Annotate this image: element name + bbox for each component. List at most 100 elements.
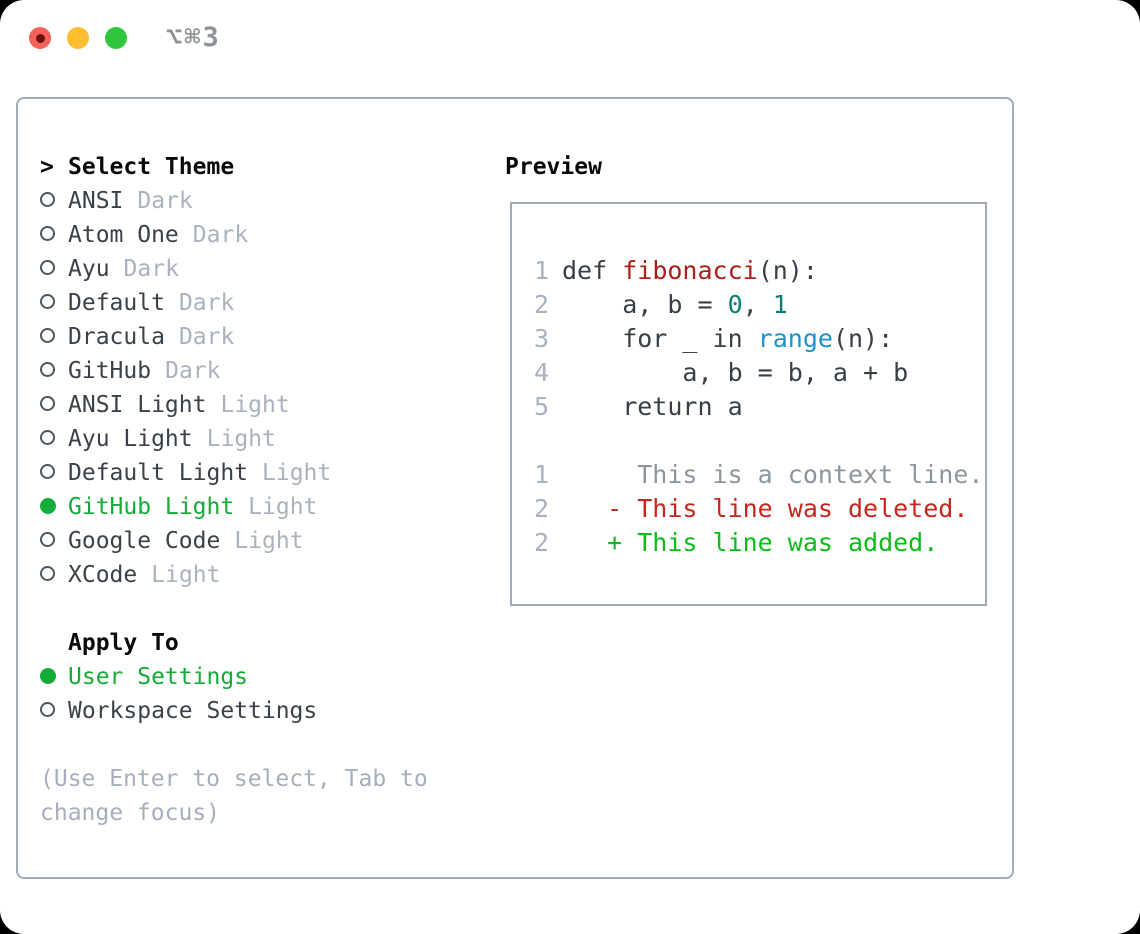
radio-icon (40, 464, 55, 479)
apply-option-user-settings[interactable]: User Settings (40, 660, 317, 694)
radio-marker (40, 558, 68, 592)
radio-icon (40, 532, 55, 547)
radio-icon (40, 702, 55, 717)
line-number: 1 (534, 256, 550, 285)
select-theme-header: >Select Theme (40, 150, 331, 184)
token-plain: (n): (832, 324, 894, 353)
token-plain: for _ in (562, 324, 758, 353)
theme-option-ayu[interactable]: Ayu Dark (40, 252, 331, 286)
radio-marker (40, 490, 68, 524)
radio-icon (40, 566, 55, 581)
radio-marker (40, 320, 68, 354)
radio-icon (40, 226, 55, 241)
apply-option-workspace-settings[interactable]: Workspace Settings (40, 694, 317, 728)
radio-icon (40, 328, 55, 343)
option-label: GitHub (68, 358, 152, 384)
line-number: 2 (534, 528, 550, 557)
radio-marker (40, 354, 68, 388)
code-text: return a (562, 392, 743, 421)
variant-tag: Dark (123, 256, 179, 282)
token-plain: (n): (757, 256, 818, 285)
radio-marker (40, 252, 68, 286)
diff-text: + This line was added. (562, 528, 939, 557)
theme-option-atom-one[interactable]: Atom One Dark (40, 218, 331, 252)
theme-option-default-light[interactable]: Default Light Light (40, 456, 331, 490)
help-text: (Use Enter to select, Tab to change focu… (40, 766, 428, 826)
option-label: Google Code (68, 528, 221, 554)
radio-marker (40, 218, 68, 252)
line-number: 5 (534, 392, 550, 421)
code-line: 2 a, b = 0, 1 (512, 288, 985, 322)
line-number: 2 (534, 494, 550, 523)
line-number: 1 (534, 460, 550, 489)
variant-tag: Light (262, 460, 332, 486)
radio-icon (40, 667, 56, 684)
code-line: 5 return a (512, 390, 985, 424)
diff-text: - This line was deleted. (562, 494, 969, 523)
radio-marker (40, 286, 68, 320)
theme-option-xcode[interactable]: XCode Light (40, 558, 331, 592)
code-text: a, b = 0, 1 (562, 290, 788, 319)
option-label: Ayu Light (68, 426, 193, 452)
radio-icon (40, 497, 56, 514)
apply-to-title: Apply To (68, 630, 179, 656)
diff-preview: 1 This is a context line.2 - This line w… (512, 458, 985, 560)
option-label: Workspace Settings (68, 698, 318, 724)
theme-picker-title: Select Theme (68, 154, 235, 180)
theme-option-ayu-light[interactable]: Ayu Light Light (40, 422, 331, 456)
variant-tag: Light (151, 562, 221, 588)
token-plain: return a (562, 392, 743, 421)
token-plain: def (562, 256, 623, 285)
radio-icon (40, 260, 55, 275)
line-number: 3 (534, 324, 550, 353)
radio-marker (40, 660, 68, 694)
keyboard-shortcut-label: ⌥⌘3 (166, 22, 221, 53)
option-label: Ayu (68, 256, 110, 282)
radio-marker (40, 184, 68, 218)
variant-tag: Light (248, 494, 318, 520)
token-number: 0 (727, 290, 743, 319)
zoom-button[interactable] (105, 27, 127, 49)
line-number: 4 (534, 358, 550, 387)
radio-icon (40, 294, 55, 309)
variant-tag: Light (220, 392, 290, 418)
code-line: 4 a, b = b, a + b (512, 356, 985, 390)
radio-marker (40, 422, 68, 456)
line-number: 2 (534, 290, 550, 319)
diff-line-context: 1 This is a context line. (512, 458, 985, 492)
token-plain: a, b = b, a + b (562, 358, 909, 387)
diff-text: This is a context line. (562, 460, 984, 489)
minimize-button[interactable] (67, 27, 89, 49)
variant-tag: Light (234, 528, 304, 554)
option-label: Default Light (68, 460, 249, 486)
option-label: XCode (68, 562, 138, 588)
variant-tag: Dark (192, 222, 249, 248)
close-button[interactable] (29, 27, 51, 49)
token-plain: , (742, 290, 773, 319)
radio-marker (40, 694, 68, 728)
theme-option-google-code[interactable]: Google Code Light (40, 524, 331, 558)
option-label: User Settings (68, 664, 249, 690)
variant-tag: Light (206, 426, 276, 452)
diff-line-added: 2 + This line was added. (512, 526, 985, 560)
radio-icon (40, 430, 55, 445)
code-line: 3 for _ in range(n): (512, 322, 985, 356)
radio-icon (40, 396, 55, 411)
diff-line-deleted: 2 - This line was deleted. (512, 492, 985, 526)
variant-tag: Dark (178, 290, 235, 316)
option-label: Atom One (68, 222, 179, 248)
token-plain: a, b = (562, 290, 728, 319)
preview-title: Preview (505, 154, 602, 180)
